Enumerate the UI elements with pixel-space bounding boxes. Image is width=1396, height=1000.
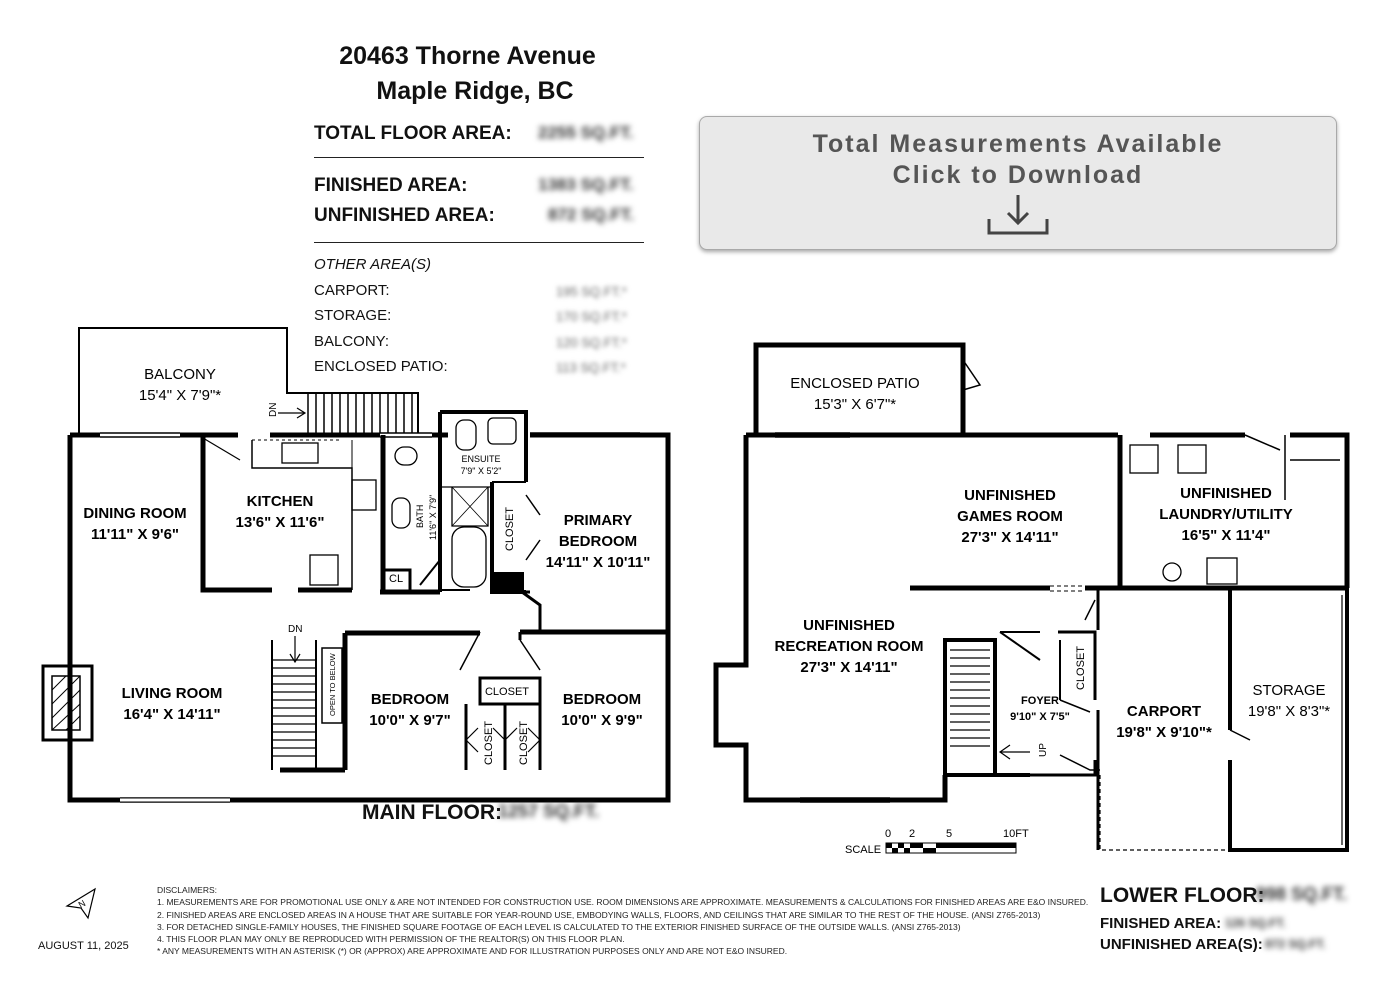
north-arrow-icon: N — [65, 887, 96, 920]
lower-finished-label: FINISHED AREA: — [1100, 915, 1222, 932]
lower-floor-label: LOWER FLOOR: — [1100, 884, 1265, 907]
enclosed-patio-name: ENCLOSED PATIO — [790, 375, 919, 392]
scale-tick-0: 0 — [885, 828, 891, 840]
compass-letter: N — [77, 898, 88, 910]
up-label: UP — [1038, 743, 1049, 757]
disclaimer-line: * ANY MEASUREMENTS WITH AN ASTERISK (*) … — [157, 946, 788, 957]
lower-floor-value: 998 SQ.FT. — [1256, 884, 1348, 904]
closet-label: CLOSET — [485, 686, 529, 698]
dining-room-name: DINING ROOM — [83, 505, 186, 522]
closet-label: CLOSET — [504, 507, 516, 551]
lower-finished-value: 126 SQ.FT. — [1225, 916, 1286, 930]
balcony-area-label: BALCONY: — [314, 333, 390, 350]
storage-dim: 19'8" X 8'3"* — [1248, 703, 1330, 720]
disclaimers: DISCLAIMERS: 1. MEASUREMENTS ARE FOR PRO… — [157, 884, 1097, 958]
recreation-room-dim: 27'3" X 14'11" — [800, 659, 897, 676]
bedroom-1-name: BEDROOM — [371, 691, 449, 708]
primary-bedroom-name-2: BEDROOM — [559, 533, 637, 550]
divider — [314, 157, 644, 158]
scale-bar: SCALE 0 2 5 10FT — [845, 828, 1029, 856]
carport-area-label: CARPORT: — [314, 282, 390, 299]
storage-name: STORAGE — [1252, 682, 1325, 699]
disclaimer-line: 1. MEASUREMENTS ARE FOR PROMOTIONAL USE … — [157, 897, 1089, 908]
dn-label: DN — [288, 624, 302, 635]
recreation-room-name-2: RECREATION ROOM — [775, 638, 924, 655]
patio-area-label: ENCLOSED PATIO: — [314, 358, 448, 375]
download-icon — [987, 195, 1049, 235]
scale-tick-5: 5 — [946, 828, 952, 840]
kitchen-dim: 13'6" X 11'6" — [236, 514, 325, 531]
games-room-dim: 27'3" X 14'11" — [961, 529, 1058, 546]
ensuite-name: ENSUITE — [461, 454, 500, 464]
download-button-line-1: Total Measurements Available — [812, 130, 1224, 158]
download-measurements-button[interactable]: Total Measurements Available Click to Do… — [699, 116, 1337, 250]
dining-room-dim: 11'11" X 9'6" — [91, 526, 179, 543]
address-line-1: 20463 Thorne Avenue — [339, 42, 596, 70]
cl-label: CL — [389, 573, 403, 585]
finished-area-value: 1383 SQ.FT. — [538, 175, 634, 194]
bath-name: BATH — [415, 505, 425, 528]
primary-bedroom-name-1: PRIMARY — [564, 512, 633, 529]
foyer-name: FOYER — [1021, 695, 1059, 707]
unfinished-area-label: UNFINISHED AREA: — [314, 205, 495, 226]
carport-area-value: 195 SQ.FT.* — [556, 284, 627, 299]
games-room-name-2: GAMES ROOM — [957, 508, 1063, 525]
closet-label: CLOSET — [1075, 646, 1087, 690]
bedroom-2-name: BEDROOM — [563, 691, 641, 708]
laundry-dim: 16'5" X 11'4" — [1182, 527, 1271, 544]
closet-label: CLOSET — [483, 721, 495, 765]
main-floor-plan: BALCONY 15'4" X 7'9"* DN DINING ROOM 11'… — [41, 327, 671, 803]
bedroom-2-dim: 10'0" X 9'9" — [561, 712, 642, 729]
living-room-dim: 16'4" X 14'11" — [123, 706, 220, 723]
open-to-below-label: OPEN TO BELOW — [328, 652, 337, 716]
scale-label: SCALE — [845, 844, 881, 856]
bedroom-1-dim: 10'0" X 9'7" — [369, 712, 450, 729]
dn-label: DN — [268, 403, 279, 417]
address-line-2: Maple Ridge, BC — [376, 77, 574, 105]
foyer-dim: 9'10" X 7'5" — [1010, 711, 1070, 723]
disclaimer-line: 3. FOR DETACHED SINGLE-FAMILY HOUSES, TH… — [157, 921, 961, 932]
download-button-line-2: Click to Download — [892, 161, 1144, 189]
laundry-name-1: UNFINISHED — [1180, 485, 1272, 502]
primary-bedroom-dim: 14'11" X 10'11" — [546, 554, 651, 571]
patio-area-value: 113 SQ.FT.* — [556, 360, 626, 375]
lower-unfinished-value: 872 SQ.FT. — [1265, 937, 1326, 951]
lower-floor-plan: ENCLOSED PATIO 15'3" X 6'7"* UNFINISHED … — [713, 342, 1350, 856]
enclosed-patio-dim: 15'3" X 6'7"* — [814, 396, 896, 413]
storage-area-value: 170 SQ.FT.* — [556, 309, 627, 324]
other-areas-title: OTHER AREA(S) — [314, 256, 431, 273]
balcony-area-value: 120 SQ.FT.* — [556, 335, 627, 350]
main-floor-value: 1257 SQ.FT. — [498, 801, 600, 821]
carport-dim: 19'8" X 9'10"* — [1116, 724, 1212, 741]
finished-area-label: FINISHED AREA: — [314, 175, 468, 196]
ensuite-dim: 7'9" X 5'2" — [461, 466, 502, 476]
bath-dim: 11'6" X 7'9" — [428, 495, 438, 540]
scale-tick-2: 2 — [909, 828, 915, 840]
total-area-label: TOTAL FLOOR AREA: — [314, 123, 512, 144]
plan-date: AUGUST 11, 2025 — [38, 940, 129, 952]
disclaimer-line: 2. FINISHED AREAS ARE ENCLOSED AREAS IN … — [157, 909, 1041, 920]
kitchen-name: KITCHEN — [247, 493, 314, 510]
balcony-dim: 15'4" X 7'9"* — [139, 387, 221, 404]
divider — [314, 242, 644, 243]
carport-name: CARPORT — [1127, 703, 1201, 720]
living-room-name: LIVING ROOM — [122, 685, 223, 702]
main-floor-label: MAIN FLOOR: — [362, 801, 502, 824]
recreation-room-name-1: UNFINISHED — [803, 617, 895, 634]
unfinished-area-value: 872 SQ.FT. — [548, 205, 634, 224]
closet-label: CLOSET — [518, 721, 530, 765]
lower-unfinished-label: UNFINISHED AREA(S): — [1100, 936, 1263, 953]
laundry-name-2: LAUNDRY/UTILITY — [1159, 506, 1293, 523]
total-area-value: 2255 SQ.FT. — [538, 123, 634, 142]
disclaimer-title: DISCLAIMERS: — [157, 885, 217, 895]
storage-area-label: STORAGE: — [314, 307, 392, 324]
games-room-name-1: UNFINISHED — [964, 487, 1056, 504]
scale-tick-10: 10FT — [1003, 828, 1029, 840]
disclaimer-line: 4. THIS FLOOR PLAN MAY ONLY BE REPRODUCE… — [157, 934, 625, 945]
balcony-name: BALCONY — [144, 366, 216, 383]
